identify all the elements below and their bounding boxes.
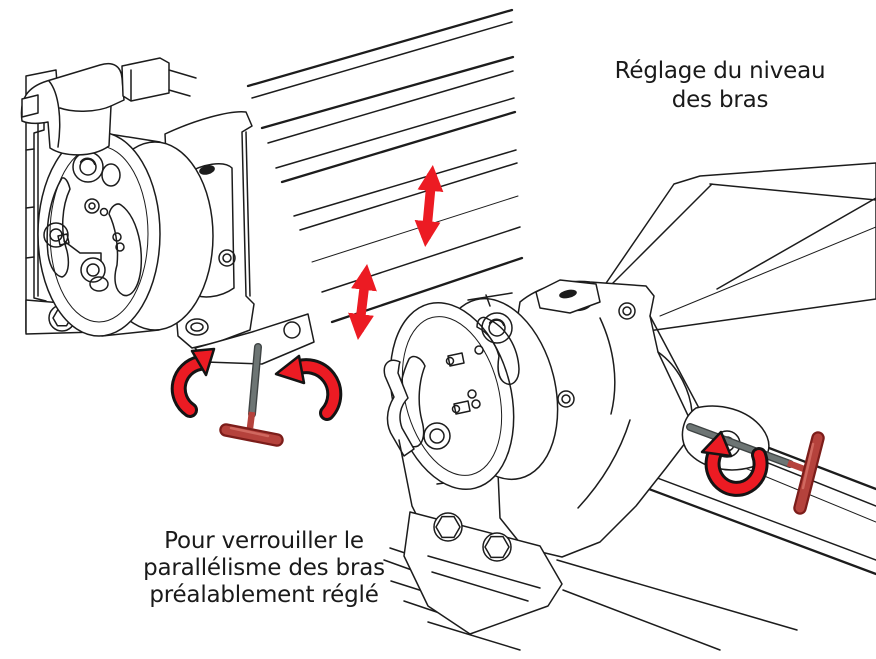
label-lock-parallelism: Pour verrouiller le parallélisme des bra… <box>89 528 439 609</box>
label-line: des bras <box>671 87 769 113</box>
label-line: Pour verrouiller le <box>164 528 364 554</box>
label-level-adjustment: Réglage du niveau des bras <box>545 57 876 115</box>
label-line: parallélisme des bras <box>143 555 385 581</box>
torsion-bar <box>246 8 524 324</box>
left-arm-assembly-drawing <box>20 8 524 365</box>
adjustment-arrows <box>170 164 769 497</box>
mount-hook <box>20 57 197 156</box>
rotate-ccw-arrow-far-right-icon <box>700 430 769 497</box>
bolted-foot <box>403 511 563 635</box>
allen-key-right <box>686 423 825 515</box>
label-line: préalablement réglé <box>149 582 379 608</box>
rotate-ccw-arrow-icon <box>170 347 216 418</box>
vertical-double-arrow-icon <box>348 263 377 341</box>
allen-key-left <box>219 343 284 447</box>
rotate-cw-arrow-icon <box>274 354 343 421</box>
adjustment-disc-left <box>37 131 214 337</box>
label-line: Réglage du niveau <box>614 58 826 84</box>
right-arm-assembly-drawing <box>383 162 876 651</box>
vertical-double-arrow-icon <box>414 164 444 248</box>
